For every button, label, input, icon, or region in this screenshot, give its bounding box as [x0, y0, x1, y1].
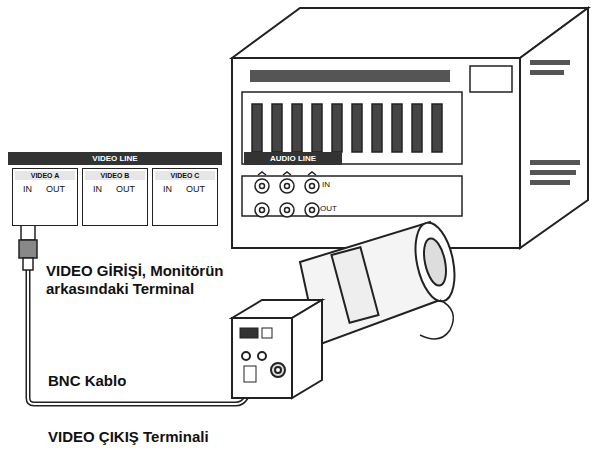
rca-jack	[255, 203, 269, 217]
camera	[232, 219, 461, 398]
monitor-back	[232, 58, 520, 248]
vent-slot	[312, 104, 322, 152]
port-label: OUT	[320, 204, 337, 214]
vent-slot	[392, 104, 402, 152]
bnc-plug-sleeve	[23, 258, 33, 270]
vent-slot	[432, 104, 442, 152]
side-mark	[530, 70, 564, 75]
vent-slot	[292, 104, 302, 152]
rca-jack	[305, 179, 319, 193]
monitor-lower-panel	[242, 176, 462, 216]
callout-label: VIDEO GİRİŞİ, Monitörün arkasındaki Term…	[46, 262, 261, 298]
rca-jack	[280, 203, 294, 217]
rca-jack	[280, 179, 294, 193]
rca-core	[310, 208, 315, 213]
rca-jack	[305, 203, 319, 217]
camera-knob	[258, 352, 266, 360]
rca-core	[260, 184, 265, 189]
vent-slot	[332, 104, 342, 152]
panel-heading: AUDIO LINE	[244, 152, 342, 165]
vent-slot	[412, 104, 422, 152]
monitor-label-strip	[250, 70, 450, 82]
monitor-plate	[470, 66, 512, 92]
callout-label: VIDEO ÇIKIŞ Terminali	[48, 428, 288, 446]
vent-slot	[272, 104, 282, 152]
power-terminal	[244, 366, 256, 382]
panel-heading: VIDEO LINE	[8, 152, 222, 165]
side-mark	[530, 60, 570, 65]
vent-slot	[352, 104, 362, 152]
bnc-plug-body	[19, 240, 37, 258]
terminal-group-box: VIDEO A IN OUT	[12, 168, 78, 226]
side-mark	[530, 180, 570, 185]
port-label: IN	[322, 180, 330, 190]
bnc-cable	[19, 220, 252, 404]
port-label: OUT	[186, 184, 205, 195]
vent-slot	[252, 104, 262, 152]
audio-jacks	[255, 172, 319, 217]
lens-front	[409, 219, 461, 305]
port-label: OUT	[116, 184, 135, 195]
port-label: IN	[93, 184, 102, 195]
camera-switch	[262, 328, 272, 338]
terminal-group-box: VIDEO B IN OUT	[82, 168, 148, 226]
terminal-group-box: VIDEO C IN OUT	[152, 168, 218, 226]
group-heading: VIDEO B	[85, 171, 145, 180]
video-line-panel: VIDEO AINOUTVIDEO BINOUTVIDEO CINOUTVIDE…	[8, 152, 225, 230]
side-mark	[530, 170, 576, 175]
video-out-terminal	[271, 363, 285, 377]
group-heading: VIDEO C	[155, 171, 215, 180]
port-label: IN	[23, 184, 32, 195]
camera-side	[292, 300, 322, 398]
audio-line-panel: AUDIO LINE IN OUT	[244, 152, 345, 224]
lens-cord	[420, 300, 453, 339]
vent-slot	[372, 104, 382, 152]
rca-core	[310, 184, 315, 189]
side-mark	[530, 160, 580, 165]
channel-marks	[258, 172, 316, 175]
side-marks	[530, 60, 580, 185]
monitor-vent-panel	[242, 92, 462, 164]
lens-glass	[420, 236, 450, 287]
monitor-side	[520, 8, 588, 248]
camera-knob	[242, 352, 250, 360]
rca-core	[285, 184, 290, 189]
camera-display	[240, 328, 258, 338]
monitor	[232, 8, 588, 248]
video-out-core	[275, 367, 281, 373]
camera-back	[232, 318, 292, 398]
callout-label: BNC Kablo	[48, 372, 208, 390]
lens-ring	[331, 247, 378, 322]
rca-core	[285, 208, 290, 213]
rca-core	[260, 208, 265, 213]
group-heading: VIDEO A	[15, 171, 75, 180]
port-label: OUT	[46, 184, 65, 195]
vent-slots	[252, 104, 442, 152]
rca-jack	[255, 179, 269, 193]
port-label: IN	[163, 184, 172, 195]
